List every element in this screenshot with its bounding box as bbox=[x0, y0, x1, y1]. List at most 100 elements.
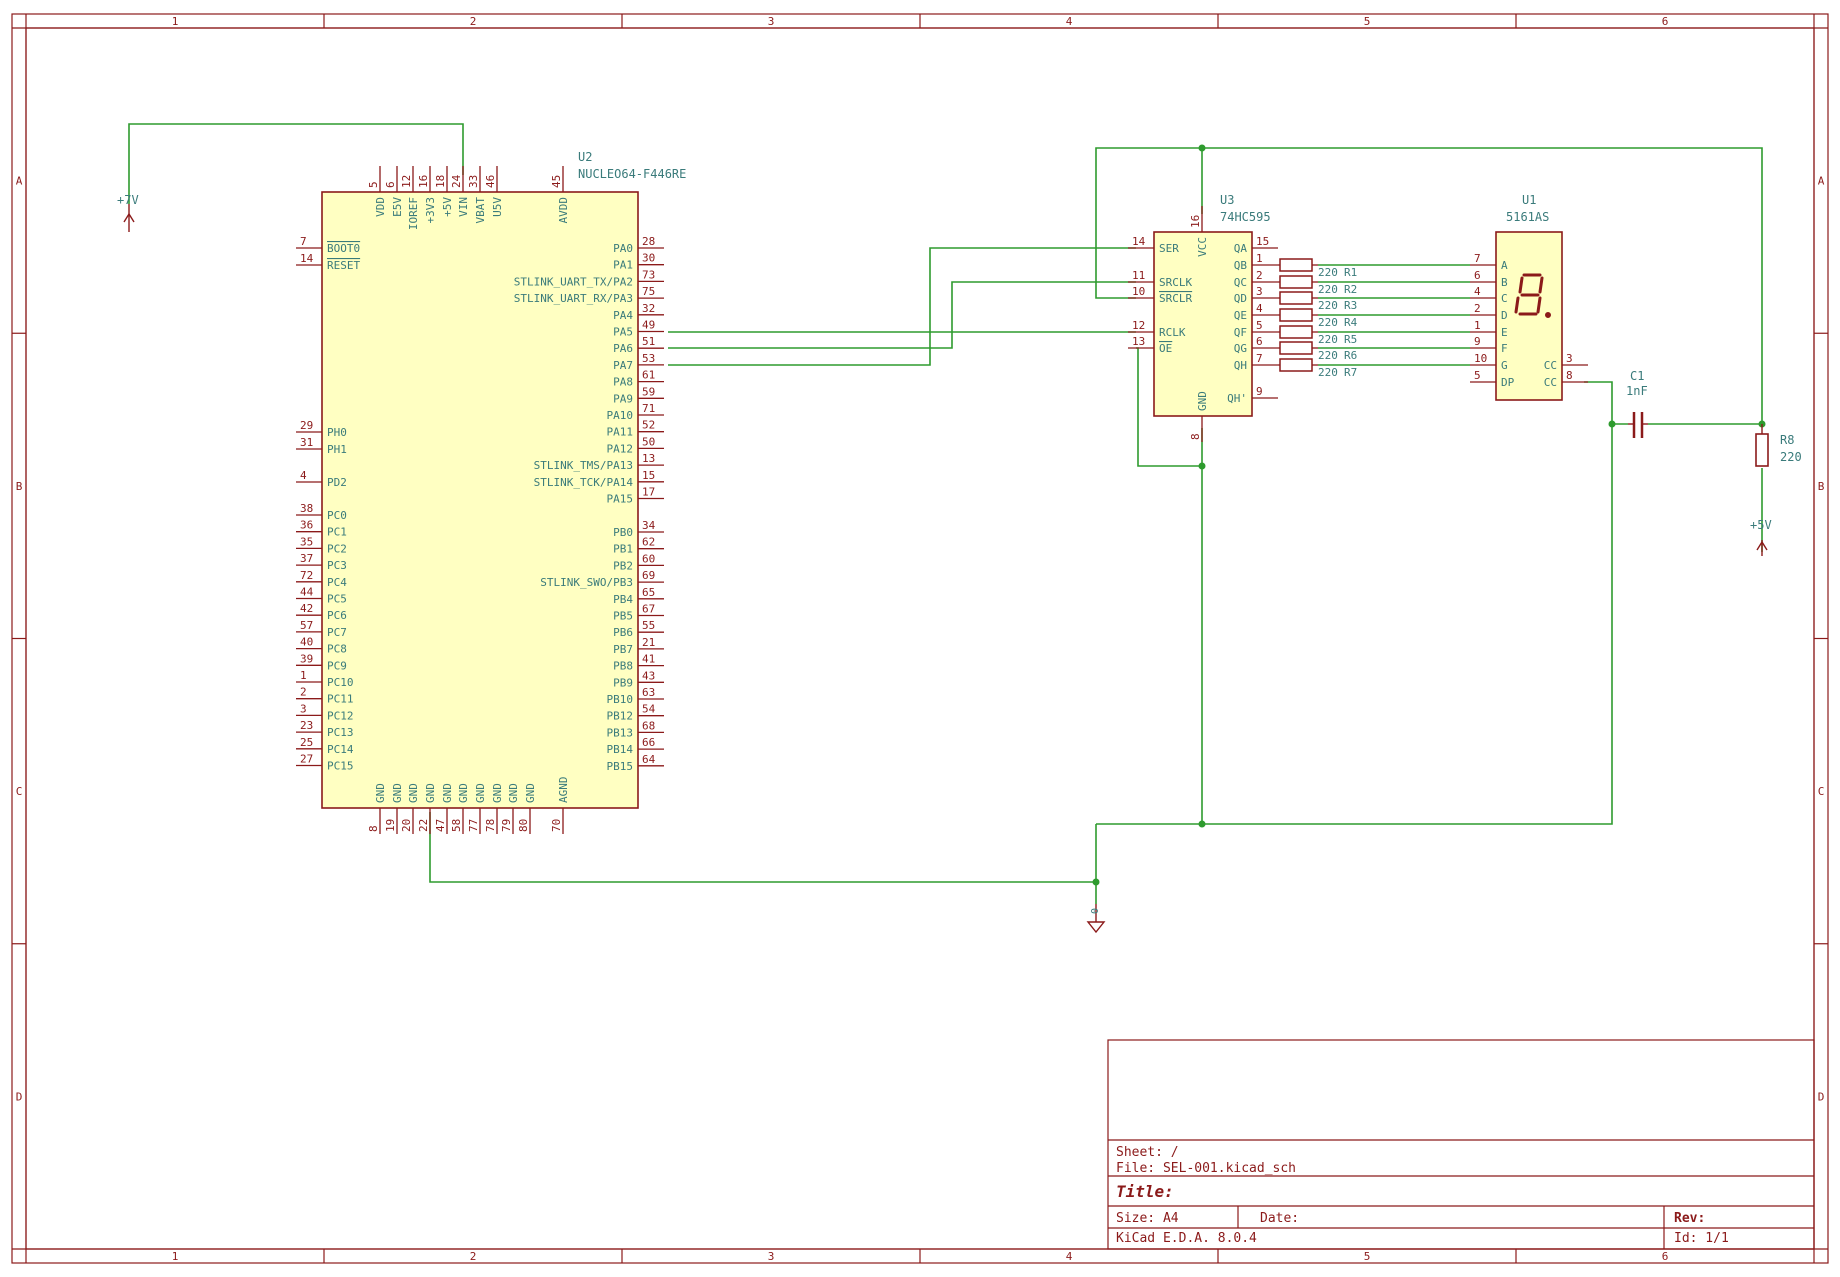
junction-dot bbox=[1198, 144, 1206, 152]
resistor-ref: R2 bbox=[1344, 283, 1357, 296]
frame-row-label: A bbox=[1818, 175, 1825, 188]
frame-col-label: 5 bbox=[1364, 1250, 1371, 1263]
r8-resistor[interactable]: R8 220 bbox=[1755, 424, 1802, 467]
pin-number: 28 bbox=[642, 235, 655, 248]
resistor-ref: R7 bbox=[1344, 366, 1357, 379]
pin-number: 27 bbox=[300, 753, 313, 766]
pin-name: PB1 bbox=[613, 543, 633, 556]
pin-number: 80 bbox=[517, 819, 530, 832]
resistor-r7[interactable]: 220 R7 bbox=[1278, 358, 1357, 379]
pin-number: 46 bbox=[484, 175, 497, 188]
pin-name: STLINK_SWO/PB3 bbox=[540, 576, 633, 589]
pin-number: 34 bbox=[642, 519, 656, 532]
frame-row-label: D bbox=[16, 1090, 23, 1103]
pin-number: 49 bbox=[642, 319, 655, 332]
frame-col-label: 3 bbox=[768, 1250, 775, 1263]
resistor-value: 220 bbox=[1318, 366, 1338, 379]
pin-number: 7 bbox=[1256, 352, 1263, 365]
pin-name: GND bbox=[457, 783, 470, 803]
c1-capacitor[interactable]: C1 1nF bbox=[1626, 369, 1648, 438]
pin-name: VCC bbox=[1196, 237, 1209, 257]
wire-vcc-top bbox=[1202, 147, 1763, 424]
tb-size: Size: A4 bbox=[1116, 1211, 1179, 1226]
pin-name: QG bbox=[1234, 342, 1247, 355]
pin-number: 3 bbox=[1256, 285, 1263, 298]
frame-row-label: B bbox=[1818, 480, 1825, 493]
resistor-body bbox=[1279, 325, 1313, 339]
pin-number: 61 bbox=[642, 369, 655, 382]
u1-ref: U1 bbox=[1522, 193, 1536, 207]
pin-name: OE bbox=[1159, 342, 1172, 355]
r8-value: 220 bbox=[1780, 450, 1802, 464]
pin-name: CC bbox=[1544, 376, 1557, 389]
pin-number: 37 bbox=[300, 552, 313, 565]
pin-number: 8 bbox=[1189, 433, 1202, 440]
pin-name: G bbox=[1501, 359, 1508, 372]
pin-name: F bbox=[1501, 342, 1508, 355]
pin-name: E bbox=[1501, 326, 1508, 339]
pin-number: 2 bbox=[1474, 302, 1481, 315]
u3-shift-register[interactable]: U3 74HC595 14SER11SRCLK10SRCLR12RCLK13OE… bbox=[1128, 193, 1278, 442]
u2-nucleo[interactable]: U2 NUCLEO64-F446RE 5VDD6E5V12IOREF16+3V3… bbox=[296, 150, 686, 834]
pin-number: 75 bbox=[642, 285, 655, 298]
pin-name: GND bbox=[474, 783, 487, 803]
pin-number: 13 bbox=[642, 452, 655, 465]
pin-name: STLINK_TCK/PA14 bbox=[534, 476, 634, 489]
pin-number: 78 bbox=[484, 819, 497, 832]
pin-number: 21 bbox=[642, 636, 655, 649]
tb-tool: KiCad E.D.A. 8.0.4 bbox=[1116, 1231, 1257, 1246]
ground-icon bbox=[1086, 921, 1106, 934]
pin-name: GND bbox=[391, 783, 404, 803]
pin-number: 10 bbox=[1474, 352, 1487, 365]
junction-dot bbox=[1198, 820, 1206, 828]
pin-number: 62 bbox=[642, 536, 655, 549]
pin-number: 59 bbox=[642, 385, 655, 398]
pin-number: 63 bbox=[642, 686, 655, 699]
pin-name: AVDD bbox=[557, 197, 570, 224]
pin-number: 29 bbox=[300, 419, 313, 432]
frame-row-label: D bbox=[1818, 1090, 1825, 1103]
pin-number: 60 bbox=[642, 552, 655, 565]
pin-name: PC2 bbox=[327, 542, 347, 555]
frame-row-label: C bbox=[16, 785, 23, 798]
pin-name: PH1 bbox=[327, 443, 347, 456]
pin-name: RESET bbox=[327, 259, 360, 272]
tb-sheet: Sheet: / bbox=[1116, 1145, 1179, 1160]
resistor-body bbox=[1279, 358, 1313, 372]
pin-name: BOOT0 bbox=[327, 242, 360, 255]
pin-number: 67 bbox=[642, 603, 655, 616]
frame-col-label: 5 bbox=[1364, 15, 1371, 28]
pin-number: 23 bbox=[300, 719, 313, 732]
pin-name: PB13 bbox=[607, 726, 634, 739]
junction-dot bbox=[1198, 462, 1206, 470]
pin-number: 1 bbox=[1474, 319, 1481, 332]
pin-name: PC3 bbox=[327, 559, 347, 572]
ground-symbol[interactable]: 0 bbox=[1086, 904, 1106, 934]
pin-number: 7 bbox=[300, 235, 307, 248]
pin-name: PB8 bbox=[613, 660, 633, 673]
pin-name: +3V3 bbox=[424, 197, 437, 224]
pin-number: 22 bbox=[417, 819, 430, 832]
r8-body bbox=[1755, 433, 1769, 467]
pin-name: PB14 bbox=[607, 743, 634, 756]
power-7v-symbol[interactable]: +7V bbox=[117, 193, 139, 232]
pin-name: E5V bbox=[391, 197, 404, 217]
tb-id: Id: 1/1 bbox=[1674, 1231, 1729, 1246]
pin-number: 8 bbox=[367, 825, 380, 832]
pin-name: GND bbox=[491, 783, 504, 803]
pin-name: PA9 bbox=[613, 392, 633, 405]
power-5v-symbol[interactable]: +5V bbox=[1750, 518, 1772, 556]
ground-label: 0 bbox=[1090, 908, 1101, 914]
pin-number: 30 bbox=[642, 252, 655, 265]
frame-row-label: B bbox=[16, 480, 23, 493]
pin-number: 14 bbox=[1132, 235, 1146, 248]
pin-number: 40 bbox=[300, 636, 313, 649]
